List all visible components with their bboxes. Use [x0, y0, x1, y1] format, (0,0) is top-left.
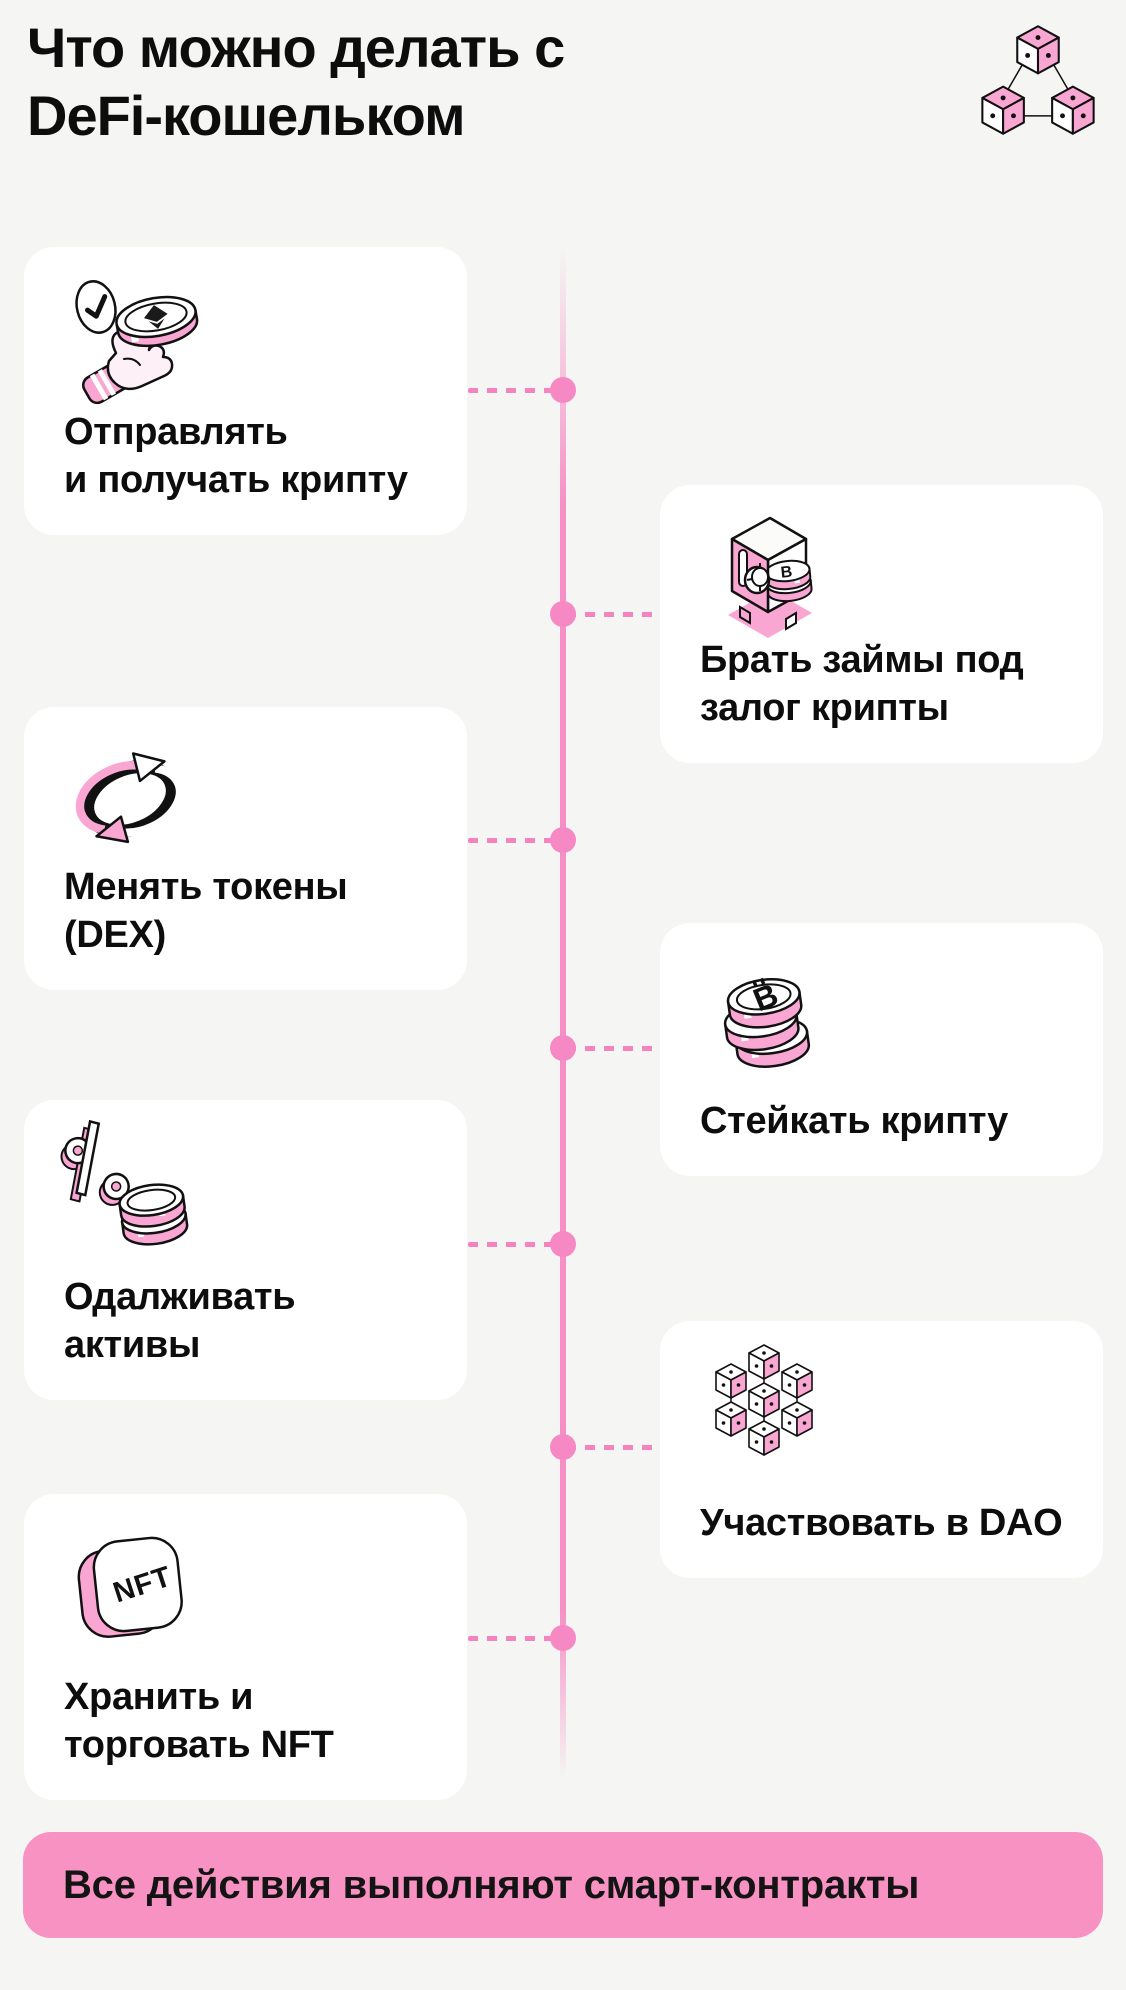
banner-text: Все действия выполняют смарт-контракты — [63, 1862, 920, 1907]
nft-badge-icon: NFT — [77, 1536, 183, 1638]
card-nft: NFT Хранить и торговать NFT — [24, 1494, 467, 1800]
card-label: Менять токены (DEX) — [64, 865, 348, 957]
card-label: Отправлять и получать крипту — [64, 410, 408, 502]
card-swap-tokens: Менять токены (DEX) — [24, 707, 467, 990]
card-label: Участвовать в DAO — [700, 1502, 1063, 1545]
timeline-node-6 — [550, 1434, 576, 1460]
card-label: Стейкать крипту — [700, 1100, 1008, 1143]
card-lend-assets: Одалживать активы — [24, 1100, 467, 1400]
svg-text:B: B — [780, 564, 793, 582]
card-crypto-loans: B Брать займы под залог крипты — [660, 485, 1103, 763]
timeline-node-2 — [550, 601, 576, 627]
connector-7 — [468, 1636, 560, 1641]
send-receive-crypto-icon — [75, 280, 199, 405]
staking-coins-icon: B — [723, 976, 811, 1068]
connector-5 — [468, 1242, 560, 1247]
timeline-node-3 — [550, 827, 576, 853]
card-label: Одалживать активы — [64, 1275, 296, 1367]
connector-1 — [468, 388, 560, 393]
dao-network-icon — [715, 1344, 813, 1456]
timeline-node-4 — [550, 1035, 576, 1061]
card-send-receive-crypto: Отправлять и получать крипту — [24, 247, 467, 535]
timeline-line — [560, 248, 566, 1778]
footer-banner: Все действия выполняют смарт-контракты — [23, 1832, 1103, 1938]
lend-assets-percent-icon — [60, 1119, 189, 1246]
timeline-node-5 — [550, 1231, 576, 1257]
connector-4 — [566, 1046, 660, 1051]
connector-2 — [566, 612, 660, 617]
card-dao: Участвовать в DAO — [660, 1321, 1103, 1578]
card-label: Брать займы под залог крипты — [700, 638, 1024, 730]
connector-6 — [566, 1445, 660, 1450]
card-staking: B Стейкать крипту — [660, 923, 1103, 1176]
blockchain-cubes-icon — [981, 25, 1095, 135]
swap-tokens-icon — [75, 752, 185, 844]
page-title: Что можно делать с DeFi-кошельком — [27, 16, 565, 148]
crypto-loan-safe-icon: B — [728, 516, 813, 638]
timeline-node-1 — [550, 377, 576, 403]
connector-3 — [468, 838, 560, 843]
card-label: Хранить и торговать NFT — [64, 1675, 334, 1767]
timeline-node-7 — [550, 1625, 576, 1651]
